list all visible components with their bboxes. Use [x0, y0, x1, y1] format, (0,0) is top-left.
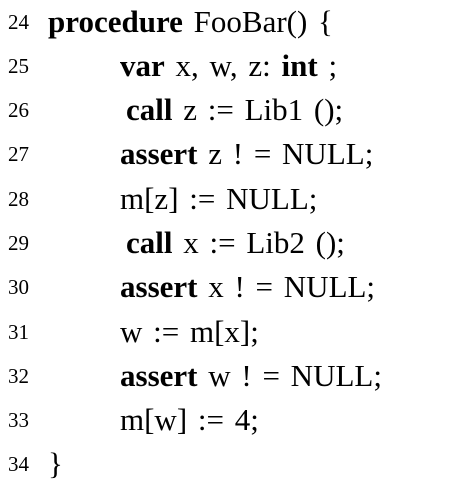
code-text: x := Lib2 (); [172, 225, 345, 260]
keyword: call [126, 92, 173, 127]
code-text: w ! = NULL; [197, 358, 382, 393]
code-text: z := Lib1 (); [172, 92, 344, 127]
keyword: assert [120, 358, 198, 393]
line-code: assert x ! = NULL; [120, 265, 375, 309]
line-code: w := m[x]; [120, 310, 259, 354]
line-number: 30 [8, 275, 29, 299]
line-code: } [48, 442, 63, 486]
line-code: m[w] := 4; [120, 398, 259, 442]
line-number: 32 [8, 364, 29, 388]
code-text: FooBar() { [182, 4, 333, 39]
line-code: m[z] := NULL; [120, 177, 317, 221]
code-text: ; [317, 48, 338, 83]
code-text: x, w, z: [164, 48, 271, 83]
line-number: 34 [8, 452, 29, 476]
line-number: 31 [8, 320, 29, 344]
line-number: 27 [8, 142, 29, 166]
keyword: var [120, 48, 165, 83]
code-text: } [48, 446, 63, 481]
line-number: 24 [8, 10, 29, 34]
line-code: var x, w, z: int ; [120, 44, 337, 88]
keyword: call [126, 225, 173, 260]
line-code: assert z ! = NULL; [120, 132, 373, 176]
line-number: 26 [8, 98, 29, 122]
line-number: 25 [8, 54, 29, 78]
line-number: 28 [8, 187, 29, 211]
code-text: w := m[x]; [120, 314, 259, 349]
code-text: z ! = NULL; [197, 136, 374, 171]
keyword: assert [120, 269, 198, 304]
line-code: assert w ! = NULL; [120, 354, 382, 398]
keyword: procedure [48, 4, 183, 39]
line-code: call x := Lib2 (); [126, 221, 345, 265]
line-number: 33 [8, 408, 29, 432]
code-text: m[w] := 4; [120, 402, 259, 437]
line-code: call z := Lib1 (); [126, 88, 343, 132]
code-text: m[z] := NULL; [120, 181, 318, 216]
line-code: procedure FooBar() { [48, 0, 333, 44]
keyword: assert [120, 136, 198, 171]
code-text: x ! = NULL; [197, 269, 376, 304]
line-number: 29 [8, 231, 29, 255]
keyword: int [270, 48, 318, 83]
